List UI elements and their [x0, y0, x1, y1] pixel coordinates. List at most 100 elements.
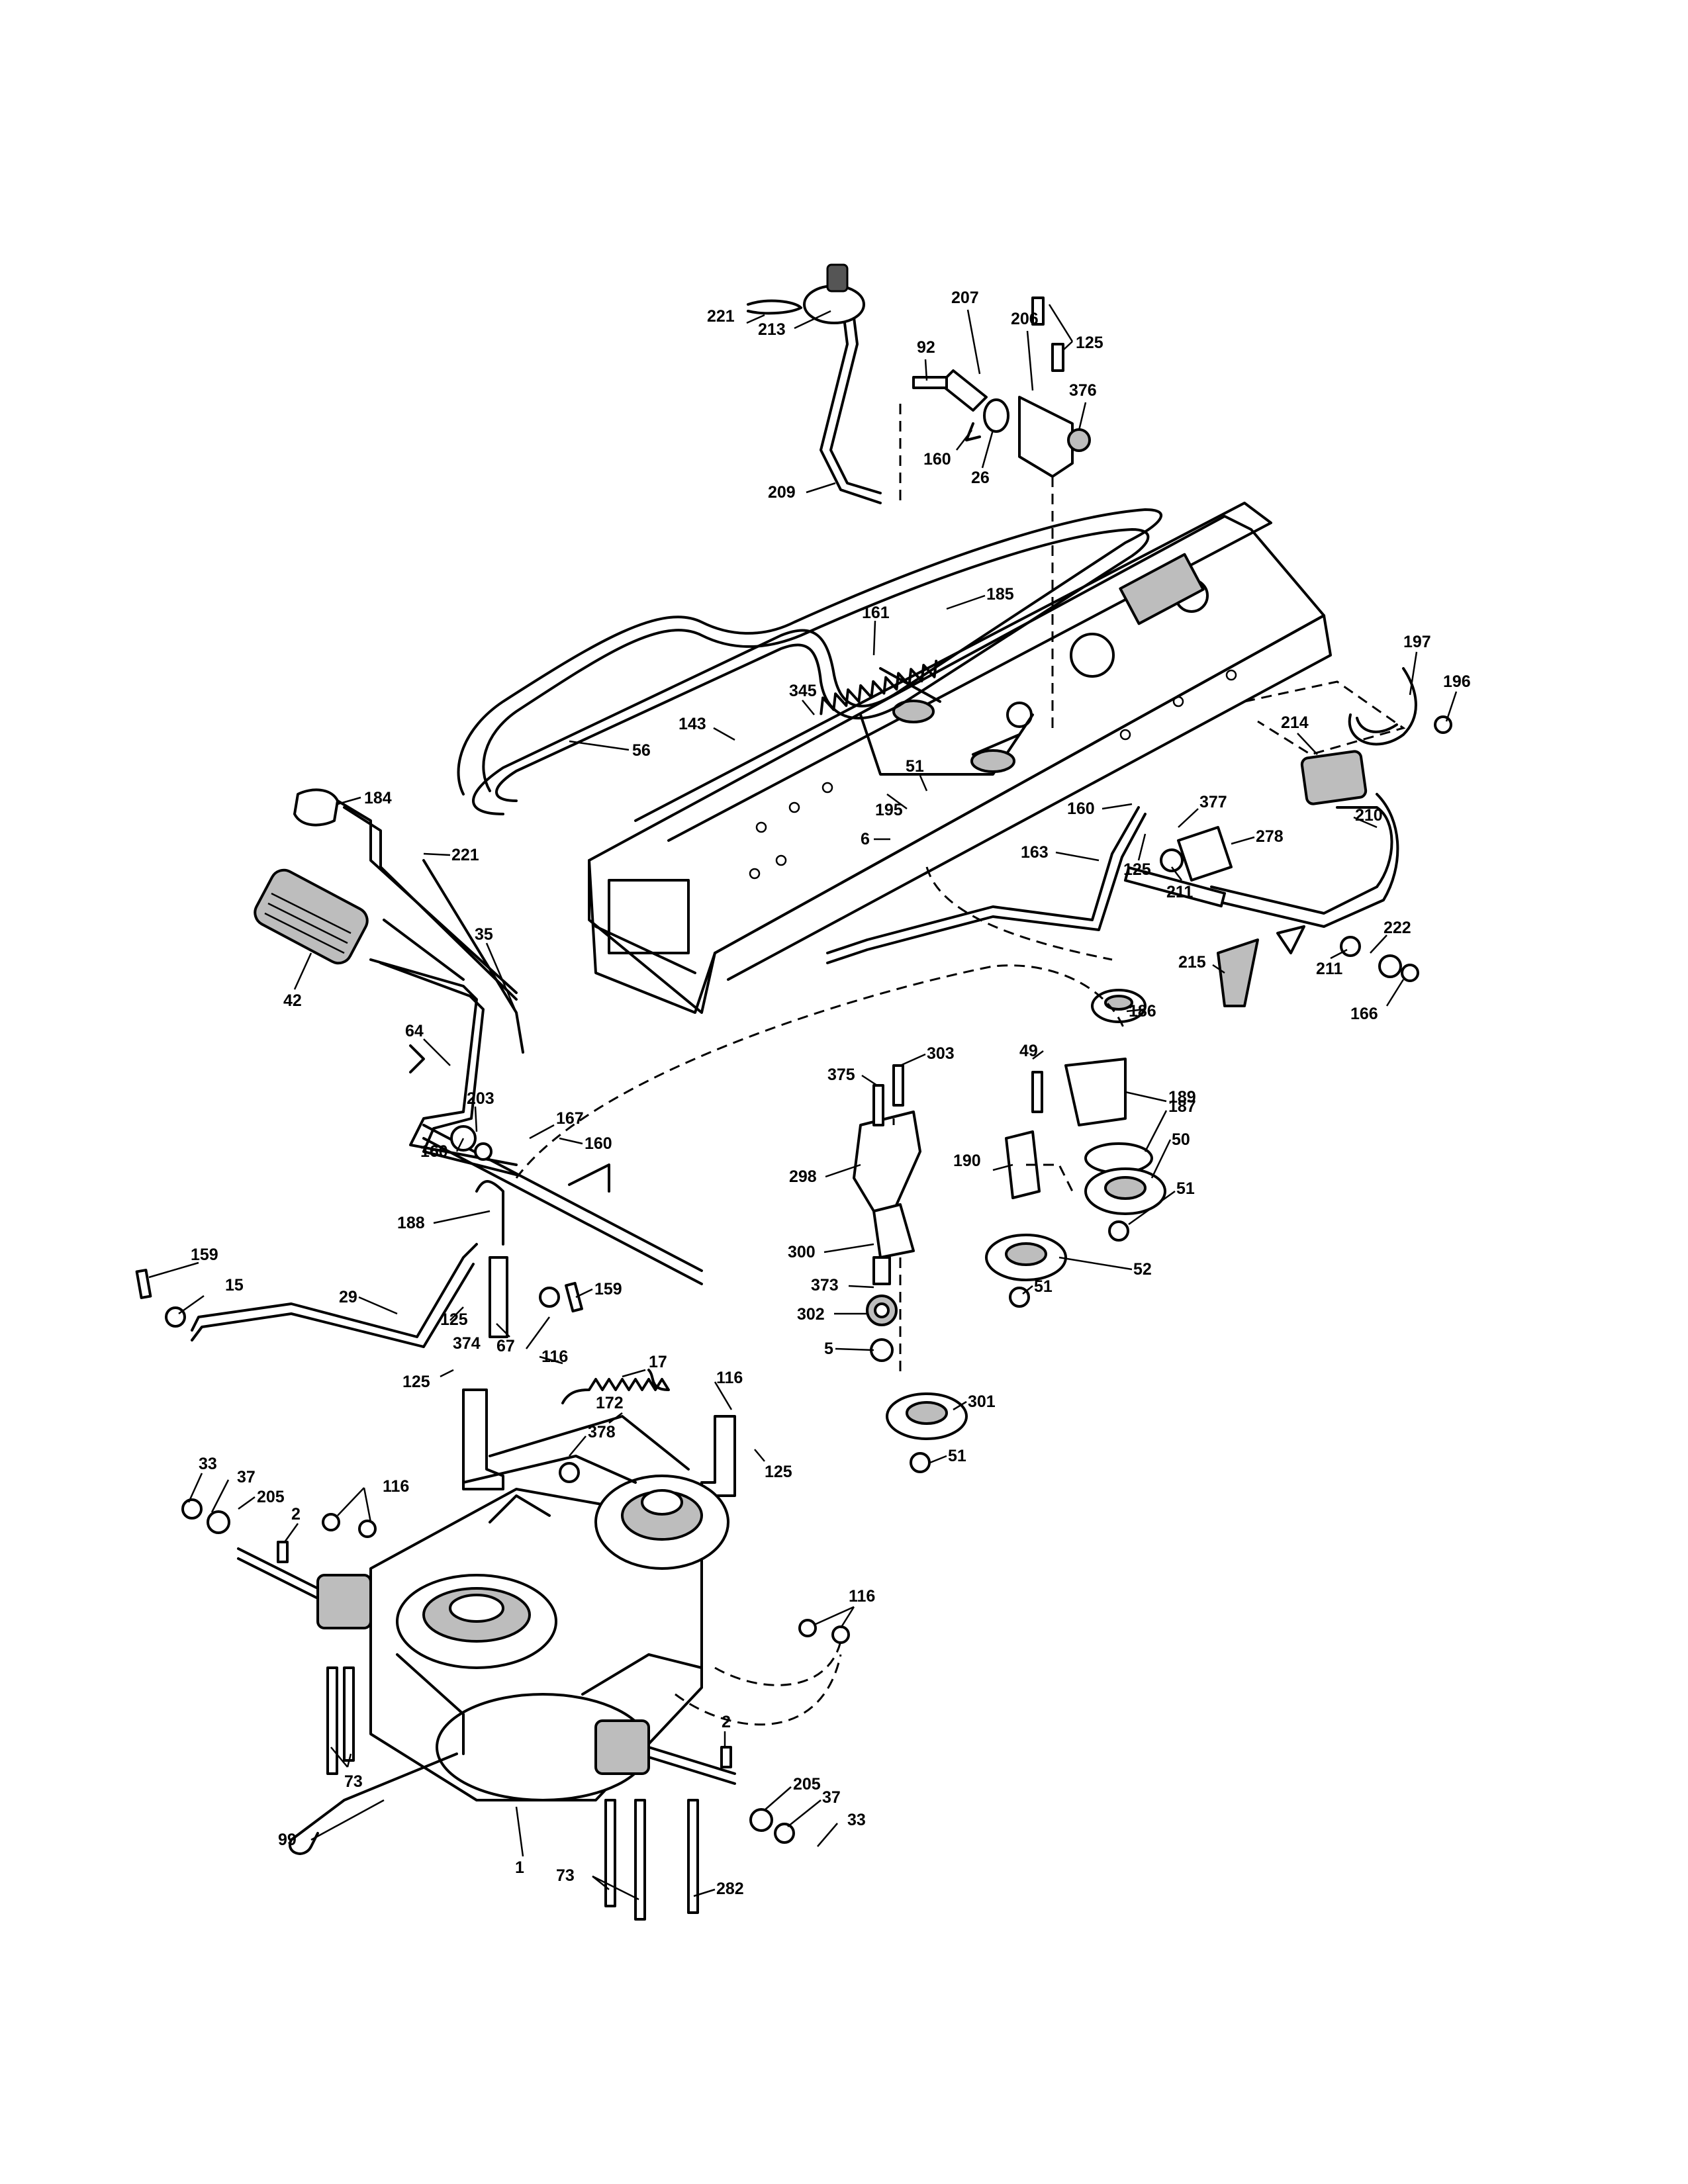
callout-label: 37	[822, 1788, 841, 1807]
callout-label: 6	[861, 830, 870, 848]
callout-label: 159	[191, 1246, 218, 1264]
callout-label: 185	[986, 585, 1014, 604]
callout-label: 116	[849, 1587, 875, 1606]
callout-label: 64	[405, 1022, 424, 1040]
callout-label: 50	[1172, 1130, 1190, 1149]
callout-label: 188	[397, 1214, 425, 1232]
callout-label: 51	[906, 757, 924, 776]
callout-label: 300	[788, 1243, 816, 1261]
right-pulleys	[985, 989, 1166, 1308]
leader-lines	[148, 304, 1458, 1901]
callout-label: 125	[1123, 860, 1151, 879]
belt-route	[515, 964, 1127, 1179]
callout-label: 196	[1443, 672, 1471, 691]
callout-label: 51	[1034, 1277, 1053, 1296]
rod-163	[826, 806, 1140, 954]
callout-label: 205	[257, 1488, 285, 1506]
spring-17	[561, 1369, 670, 1404]
callout-label: 160	[1067, 799, 1095, 818]
callout-label: 211	[1166, 883, 1193, 901]
transaxle	[237, 1455, 736, 1801]
callout-label: 210	[1355, 806, 1383, 825]
callout-label: 116	[541, 1347, 568, 1366]
callout-label: 92	[917, 338, 935, 357]
drive-belt	[457, 508, 1162, 815]
callout-label: 206	[1011, 310, 1039, 328]
callout-label: 1	[515, 1858, 524, 1877]
callout-label: 160	[420, 1142, 448, 1161]
callout-label: 33	[199, 1455, 217, 1473]
callout-label: 213	[758, 320, 786, 339]
callout-label: 52	[1133, 1260, 1152, 1279]
callout-label: 373	[811, 1276, 839, 1295]
spring-161	[820, 659, 938, 715]
callout-label: 303	[927, 1044, 955, 1063]
callout-label: 378	[588, 1423, 616, 1441]
callout-label: 51	[1176, 1179, 1195, 1198]
callout-label: 189	[1168, 1088, 1196, 1107]
callout-label: 166	[1350, 1005, 1378, 1023]
callout-label: 160	[585, 1134, 612, 1153]
callout-label: 160	[923, 450, 951, 469]
callout-label: 143	[679, 715, 706, 733]
rod-29	[191, 1243, 478, 1338]
callout-label: 159	[594, 1280, 622, 1298]
rod-197	[1348, 667, 1417, 746]
callout-label: 125	[1076, 334, 1103, 352]
callout-label: 375	[827, 1066, 855, 1084]
callout-label: 116	[383, 1477, 409, 1496]
callout-label: 221	[707, 307, 735, 326]
callout-label: 125	[402, 1373, 430, 1391]
callout-label: 33	[847, 1811, 866, 1829]
callout-label: 377	[1199, 793, 1227, 811]
callout-label: 5	[824, 1340, 833, 1358]
callout-label: 172	[596, 1394, 624, 1412]
callout-label: 17	[649, 1353, 667, 1371]
callout-label: 298	[789, 1167, 817, 1186]
upper-bracket	[912, 296, 1091, 478]
callout-label: 56	[632, 741, 651, 760]
callout-label: 211	[1316, 960, 1342, 978]
callout-label: 2	[722, 1713, 731, 1731]
callout-label: 116	[716, 1369, 743, 1387]
callout-label: 42	[283, 991, 302, 1010]
callout-label: 125	[440, 1310, 468, 1329]
callout-label: 163	[1021, 843, 1049, 862]
shift-lever	[747, 263, 882, 504]
callout-label: 214	[1281, 713, 1309, 732]
callout-label: 26	[971, 469, 990, 487]
callout-label: 221	[451, 846, 479, 864]
callout-label: 302	[797, 1305, 825, 1324]
callout-label: 51	[948, 1447, 966, 1465]
callout-label: 2	[291, 1505, 301, 1524]
callout-label: 190	[953, 1152, 981, 1170]
callout-label: 99	[278, 1831, 297, 1849]
callout-label: 37	[237, 1468, 256, 1486]
callout-label: 186	[1129, 1002, 1156, 1021]
chassis-frame	[588, 502, 1332, 1014]
callout-label: 161	[862, 604, 890, 622]
callout-label: 15	[225, 1276, 244, 1295]
callout-label: 376	[1069, 381, 1097, 400]
callout-label: 197	[1403, 633, 1431, 651]
rod-99	[289, 1752, 458, 1855]
callout-label: 125	[765, 1463, 792, 1481]
callout-label: 184	[364, 789, 392, 807]
callout-label: 374	[453, 1334, 481, 1353]
callout-label: 195	[875, 801, 903, 819]
callout-label: 278	[1256, 827, 1284, 846]
callout-label: 187	[1168, 1097, 1196, 1116]
callout-label: 203	[467, 1089, 494, 1108]
callout-label: 301	[968, 1392, 996, 1411]
brake-lever-assembly	[1123, 750, 1419, 1007]
callout-label: 222	[1383, 919, 1411, 937]
callout-label: 282	[716, 1880, 744, 1898]
callout-label: 67	[496, 1337, 515, 1355]
callout-label: 29	[339, 1288, 357, 1306]
callout-label: 215	[1178, 953, 1206, 972]
callout-label: 207	[951, 289, 979, 307]
callout-label: 205	[793, 1775, 821, 1794]
callout-label: 73	[344, 1772, 363, 1791]
pulley-stack	[853, 1064, 968, 1473]
